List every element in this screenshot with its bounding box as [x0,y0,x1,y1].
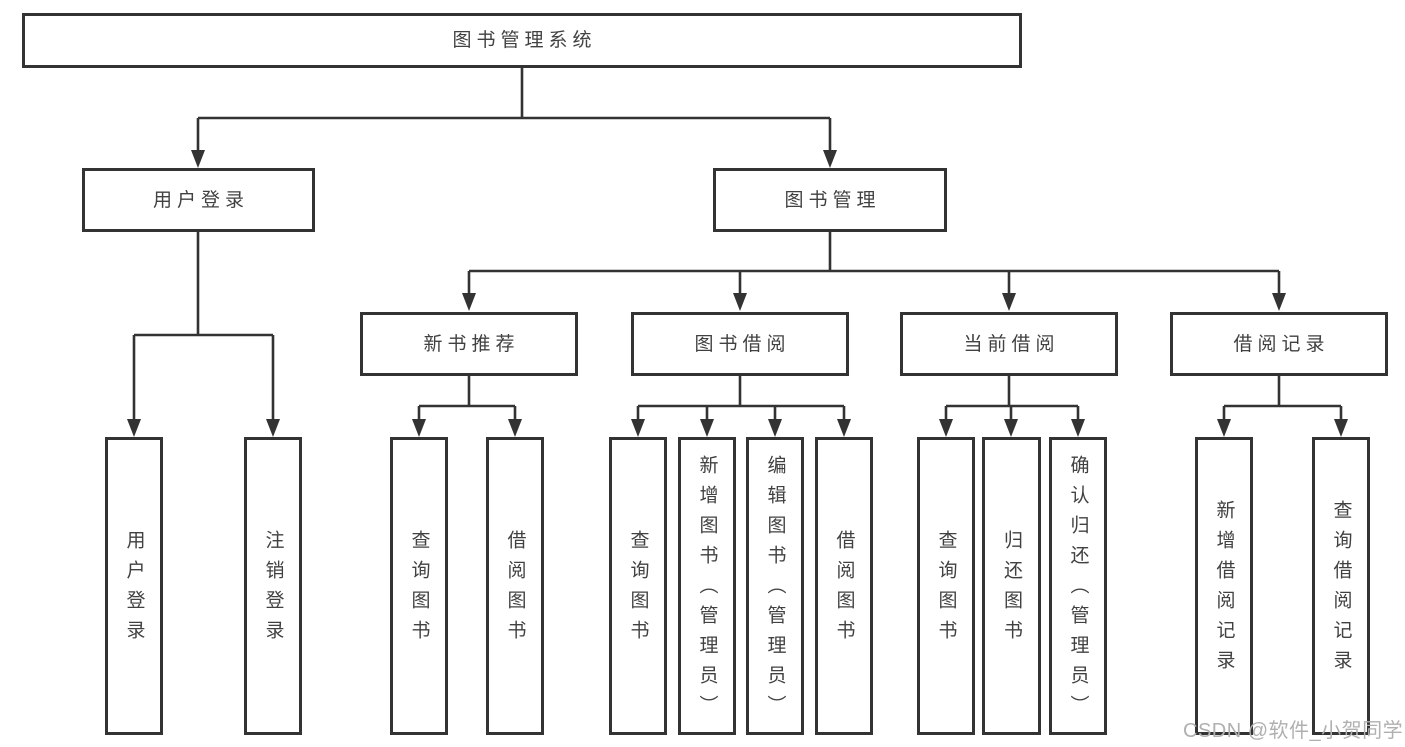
node-bb-add-books-admin: 新增图书（管理员） [678,437,736,735]
node-user-login-module: 用户登录 [82,168,315,232]
node-bb-edit-books-admin: 编辑图书（管理员） [746,437,804,735]
node-nbr-query-books: 查询图书 [390,437,448,735]
node-user-login-action: 用户登录 [105,437,163,735]
node-cb-query-books: 查询图书 [917,437,975,735]
node-book-management-module: 图书管理 [713,168,947,232]
node-borrow-records: 借阅记录 [1170,312,1388,376]
node-br-query-record: 查询借阅记录 [1312,437,1370,735]
node-new-book-recommend: 新书推荐 [360,312,578,376]
node-bb-borrow-books: 借阅图书 [815,437,873,735]
node-logout-action: 注销登录 [244,437,302,735]
node-cb-return-books: 归还图书 [982,437,1041,735]
node-nbr-borrow-books: 借阅图书 [486,437,544,735]
node-root-system: 图书管理系统 [22,13,1022,68]
node-bb-query-books: 查询图书 [609,437,667,735]
node-br-add-record: 新增借阅记录 [1195,437,1253,735]
csdn-watermark: CSDN @软件_小贺同学 [1183,720,1404,742]
node-book-borrowing: 图书借阅 [631,312,849,376]
node-cb-confirm-return-admin: 确认归还（管理员） [1049,437,1107,735]
node-current-borrowing: 当前借阅 [900,312,1118,376]
